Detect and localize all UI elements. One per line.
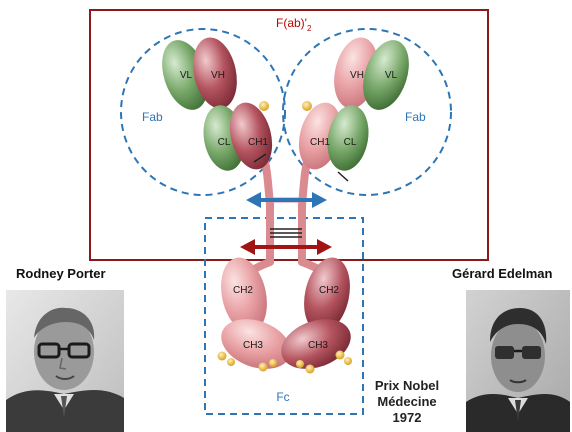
label-ch1-right: CH1: [310, 137, 330, 148]
carbohydrate-groups: [217, 101, 352, 374]
label-ch1-left: CH1: [248, 137, 268, 148]
label-ch2-right: CH2: [319, 285, 339, 296]
label-cl-right: CL: [344, 137, 357, 148]
nobel-prize-caption: Prix Nobel Médecine 1972: [372, 378, 442, 426]
gerard-edelman-name: Gérard Edelman: [452, 266, 553, 281]
label-vh-left: VH: [211, 70, 225, 81]
pepsin-cleavage-arrow: [240, 239, 332, 255]
domain-ch3-right: [281, 319, 351, 369]
papain-cleavage-arrow: [246, 192, 327, 208]
label-cl-left: CL: [218, 137, 231, 148]
fc-label: Fc: [276, 390, 289, 404]
rodney-porter-photo: [6, 290, 124, 432]
prize-line-3: 1972: [392, 410, 422, 425]
domain-ch1-left: [229, 102, 273, 170]
domain-cl-right: [327, 105, 369, 171]
label-vl-right: VL: [385, 70, 398, 81]
rodney-porter-name: Rodney Porter: [16, 266, 106, 281]
disulfide-bonds: [270, 228, 302, 238]
label-ch2-left: CH2: [233, 285, 253, 296]
tick-left: [253, 153, 267, 163]
fab-left-circle: [120, 28, 286, 196]
prize-line-1: Prix Nobel: [374, 378, 440, 393]
prize-line-2: Médecine: [377, 394, 437, 409]
domain-ch3-left: [221, 319, 291, 369]
label-ch3-right: CH3: [308, 340, 328, 351]
domain-ch2-right: [304, 257, 350, 333]
domain-ch2-left: [221, 257, 267, 333]
fab2-box: [89, 9, 489, 261]
label-vl-left: VL: [180, 70, 193, 81]
domain-vl-right: [363, 40, 409, 110]
fab-right-label: Fab: [405, 110, 426, 124]
fc-box: [204, 217, 364, 415]
domain-vh-left: [193, 37, 237, 109]
fab-right-circle: [282, 28, 452, 196]
label-ch3-left: CH3: [243, 340, 263, 351]
fab-left-label: Fab: [142, 110, 163, 124]
label-vh-right: VH: [350, 70, 364, 81]
fab2-label: F(ab)'2: [276, 16, 312, 33]
tick-right: [337, 171, 349, 182]
gerard-edelman-photo: [466, 290, 570, 432]
